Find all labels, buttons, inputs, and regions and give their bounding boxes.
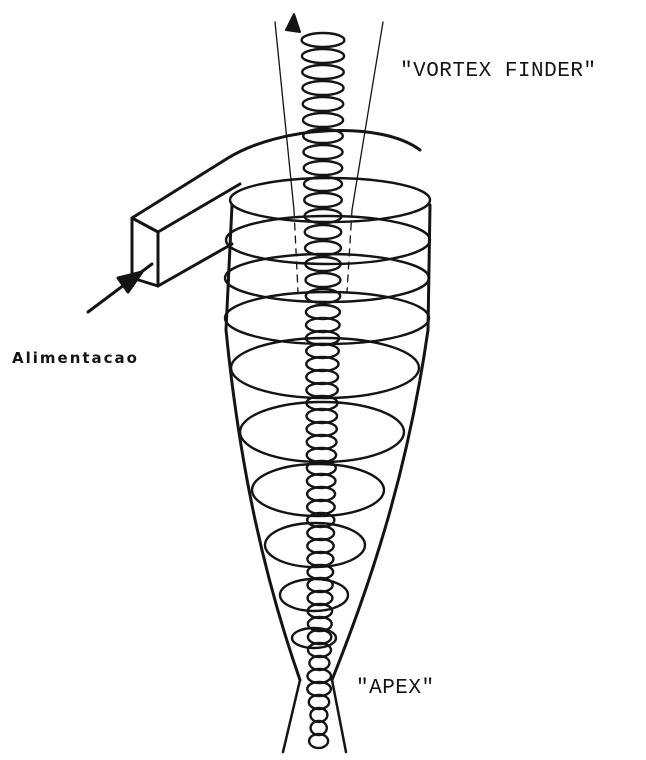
inner-spiral-coil xyxy=(302,65,344,79)
inner-spiral-coil xyxy=(302,33,345,47)
vortex-finder-label: "VORTEX FINDER" xyxy=(400,60,597,83)
cylinder-right-wall xyxy=(428,205,430,330)
duct-top-edge xyxy=(132,130,420,218)
inner-spiral-coil xyxy=(304,161,343,175)
inner-spiral-coil xyxy=(303,97,344,111)
outer-spiral-ring xyxy=(231,338,419,398)
inner-spiral-coil xyxy=(304,193,342,207)
inner-spiral-coil xyxy=(305,225,342,239)
outer-spiral-ring xyxy=(280,579,348,611)
outer-spiral-ring xyxy=(252,464,384,516)
outer-spiral-ring xyxy=(225,254,429,302)
overflow-arrow-icon xyxy=(286,14,300,32)
feed-arrow-head xyxy=(118,272,142,292)
feed-label: Alimentacao xyxy=(12,349,139,367)
duct-bottom-edge xyxy=(158,184,240,232)
feed-inlet-duct xyxy=(132,130,420,286)
outer-spiral-ring xyxy=(265,523,365,567)
inner-spiral-coil xyxy=(303,145,342,159)
inner-ascending-spiral xyxy=(302,33,345,748)
cone-right-wall xyxy=(332,330,428,680)
inner-spiral-coil xyxy=(302,81,343,95)
apex-outlet-left xyxy=(283,680,300,752)
feed-arrow xyxy=(88,264,152,312)
inner-spiral-coil xyxy=(302,49,344,63)
inner-spiral-coil xyxy=(303,113,343,127)
apex-outlet-right xyxy=(332,680,346,752)
vortex-finder-left-dashed xyxy=(294,210,298,292)
duct-side-bottom xyxy=(158,244,232,286)
apex-label: "APEX" xyxy=(356,677,435,700)
inner-spiral-coil xyxy=(306,273,341,287)
